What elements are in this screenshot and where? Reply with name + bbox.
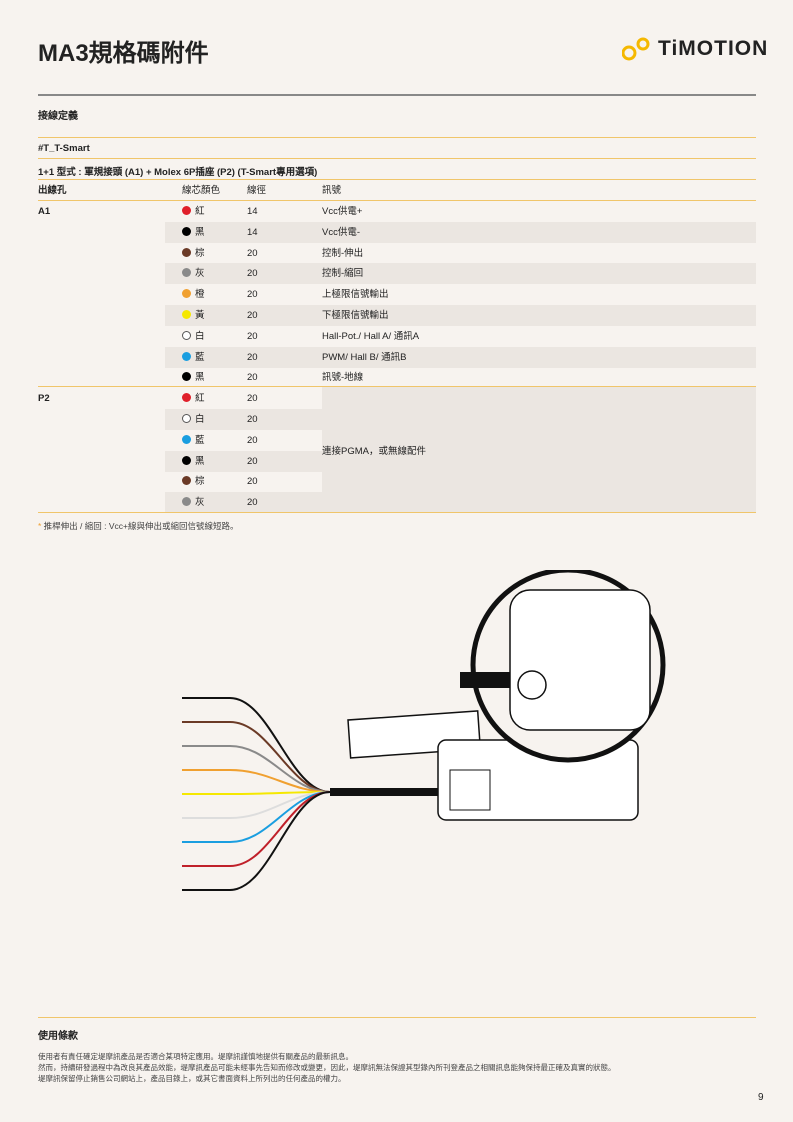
color-dot-icon: [182, 497, 191, 507]
color-dot-icon: [182, 455, 191, 465]
gauge: 20: [247, 372, 258, 384]
wire-color: 黑: [182, 451, 205, 472]
wire-color: 藍: [182, 430, 205, 451]
model-code: #T_T-Smart: [38, 143, 90, 154]
wire-color: 灰: [182, 263, 205, 284]
wire-color: 灰: [182, 492, 205, 513]
wire: [182, 791, 331, 795]
color-dot-icon: [182, 351, 191, 361]
signal: 下極限信號輸出: [322, 310, 389, 321]
signal: Hall-Pot./ Hall A/ 通訊A: [322, 330, 420, 342]
asterisk-icon: *: [38, 521, 44, 531]
table-row: 棕 20: [38, 471, 756, 492]
divider: [38, 179, 756, 180]
wire-color: 黑: [182, 367, 205, 388]
color-dot-icon: [182, 372, 191, 382]
signal: 控制-伸出: [322, 247, 364, 259]
gauge: 20: [247, 310, 258, 321]
table-row: 藍 20: [38, 430, 756, 451]
table-row: 藍 20 PWM/ Hall B/ 通訊B: [38, 346, 756, 368]
actuator-wiring-illustration: [182, 570, 666, 891]
wire-color: 藍: [182, 347, 205, 368]
config-title: 1+1 型式 : 軍規接頭 (A1) + Molex 6P插座 (P2) (T-…: [38, 167, 318, 178]
signal: 訊號-地線: [322, 372, 364, 384]
divider: [38, 200, 756, 201]
table-row: 灰 20 控制-縮回: [38, 263, 756, 285]
color-dot-icon: [182, 206, 191, 215]
note: * 推桿伸出 / 縮回 : Vcc+線與伸出或縮回信號線短路。: [38, 521, 239, 531]
color-dot-icon: [182, 476, 191, 486]
color-dot-icon: [182, 414, 191, 423]
wire-color: 白: [182, 326, 205, 347]
gauge: 20: [247, 393, 258, 405]
table-row: P2 紅 20: [38, 388, 756, 409]
signal: PWM/ Hall B/ 通訊B: [322, 351, 407, 363]
terms-title: 使用條款: [38, 1031, 78, 1042]
signal: 控制-縮回: [322, 268, 364, 280]
port: P2: [38, 393, 50, 405]
wire-color: 黑: [182, 222, 205, 243]
gauge: 14: [247, 226, 258, 238]
color-dot-icon: [182, 310, 191, 319]
logo-circles-icon: [622, 37, 650, 61]
signal: Vcc供電+: [322, 206, 363, 217]
color-dot-icon: [182, 289, 191, 299]
port: A1: [38, 206, 51, 217]
color-dot-icon: [182, 434, 191, 444]
table-row: 橙 20 上極限信號輸出: [38, 284, 756, 305]
table-row: 白 20 Hall-Pot./ Hall A/ 通訊A: [38, 326, 756, 347]
color-dot-icon: [182, 393, 191, 403]
wire-color: 紅: [182, 388, 205, 409]
divider: [38, 137, 756, 138]
color-dot-icon: [182, 268, 191, 278]
wire: [182, 769, 331, 793]
table-header: 出線孔 線芯顏色 線徑 訊號: [38, 185, 342, 196]
wire-color: 紅: [182, 201, 205, 222]
gauge: 20: [247, 289, 258, 301]
wire: [182, 791, 331, 819]
color-dot-icon: [182, 330, 191, 340]
wire-color: 棕: [182, 243, 205, 264]
table-row: 黑 14 Vcc供電-: [38, 221, 756, 243]
color-dot-icon: [182, 247, 191, 257]
wire-color: 黃: [182, 305, 205, 326]
section-title: 接線定義: [38, 111, 78, 122]
terms-text: 使用者有責任確定堤摩訊產品是否適合某項特定應用。堤摩訊謹慎地提供有關產品的最新訊…: [38, 1052, 616, 1083]
table-row: 黃 20 下極限信號輸出: [38, 305, 756, 326]
gauge: 20: [247, 455, 258, 467]
gauge: 20: [247, 476, 258, 488]
gauge: 20: [247, 330, 258, 342]
gauge: 20: [247, 247, 258, 259]
wire: [182, 697, 331, 793]
wire: [182, 721, 331, 793]
wire-color: 橙: [182, 284, 205, 305]
p2-signal-cell: 連接PGMA，或無線配件: [322, 387, 756, 512]
wire-color: 白: [182, 409, 205, 430]
page-title: MA3規格碼附件: [38, 40, 209, 67]
table-row: 棕 20 控制-伸出: [38, 243, 756, 264]
gauge: 14: [247, 206, 258, 217]
gauge: 20: [247, 414, 258, 425]
color-dot-icon: [182, 226, 191, 236]
table-row: A1 紅 14 Vcc供電+: [38, 201, 756, 222]
wire: [182, 791, 331, 891]
timotion-logo: TiMOTION: [622, 36, 768, 62]
divider: [38, 158, 756, 159]
gauge: 20: [247, 268, 258, 280]
signal: Vcc供電-: [322, 226, 361, 238]
gauge: 20: [247, 351, 258, 363]
table-row: 黑 20 訊號-地線: [38, 367, 756, 388]
signal: 上極限信號輸出: [322, 289, 389, 301]
gauge: 20: [247, 434, 258, 446]
wire: [182, 745, 331, 793]
page-number: 9: [758, 1092, 764, 1103]
divider: [38, 1017, 756, 1018]
divider: [38, 512, 756, 513]
gauge: 20: [247, 497, 258, 509]
divider: [38, 386, 756, 387]
divider: [38, 94, 756, 96]
wire-color: 棕: [182, 471, 205, 492]
